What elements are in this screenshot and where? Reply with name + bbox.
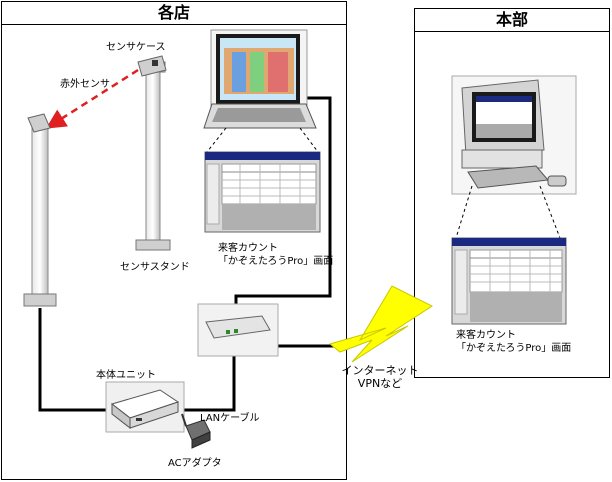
store-callout-lines bbox=[206, 127, 319, 153]
internet-label-line2: VPNなど bbox=[357, 377, 403, 390]
sensor-to-unit-cable bbox=[38, 308, 112, 412]
cables bbox=[38, 96, 340, 412]
ir-sensor-pole bbox=[23, 113, 57, 307]
main-unit-label: 本体ユニット bbox=[96, 370, 156, 381]
hq-desktop-pc bbox=[451, 75, 577, 195]
hq-screen-caption-line1: 来客カウント bbox=[456, 330, 516, 341]
store-laptop bbox=[203, 29, 317, 129]
ac-adapter-label: ACアダプタ bbox=[168, 458, 222, 469]
sensor-case bbox=[137, 55, 167, 77]
sensor-stand-label: センサスタンド bbox=[120, 262, 190, 273]
main-unit bbox=[105, 381, 185, 433]
ac-adapter bbox=[181, 413, 211, 449]
store-screen-caption-line1: 来客カウント bbox=[218, 243, 278, 254]
ir-sensor-label: 赤外センサ bbox=[60, 79, 110, 90]
lightning-bolt bbox=[328, 285, 434, 363]
store-screen-capture bbox=[204, 151, 321, 233]
hq-screen-caption-line2: 「かぞえたろうPro」画面 bbox=[456, 343, 572, 354]
network-hub bbox=[197, 303, 279, 357]
hub-to-pc-cable bbox=[234, 96, 332, 318]
hq-panel-title: 本部 bbox=[415, 9, 609, 32]
store-panel-title: 各店 bbox=[2, 2, 346, 25]
hq-screen-capture bbox=[451, 237, 567, 325]
lan-cable-label: LANケーブル bbox=[200, 413, 260, 424]
sensor-stand bbox=[135, 61, 171, 251]
sensor-case-label: センサケース bbox=[106, 42, 166, 53]
store-screen-caption-line2: 「かぞえたろうPro」画面 bbox=[218, 256, 334, 267]
ir-beam bbox=[45, 68, 139, 129]
internet-label-line1: インターネット bbox=[341, 364, 419, 377]
unit-to-hub-cable bbox=[180, 338, 236, 412]
